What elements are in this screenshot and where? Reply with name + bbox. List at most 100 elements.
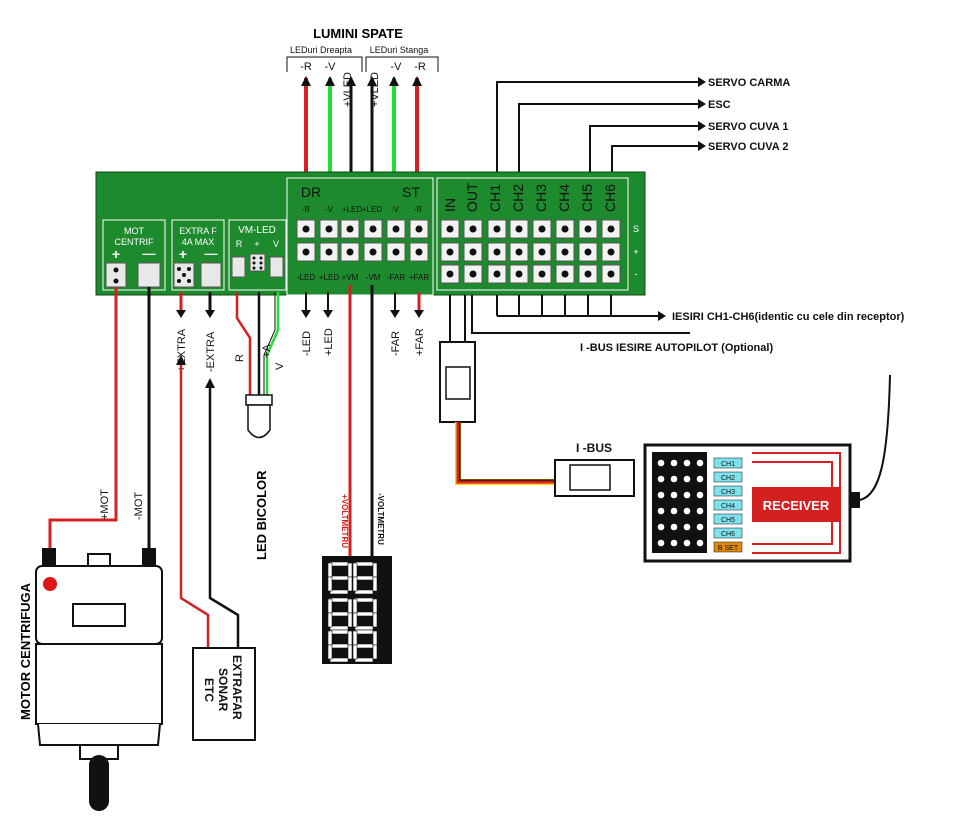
receiver-pin — [696, 507, 704, 515]
bottom-arrows — [301, 292, 424, 318]
digit-segment — [329, 575, 349, 581]
receiver-pin — [683, 507, 691, 515]
digit-segment — [354, 657, 374, 663]
digit-segment — [327, 644, 333, 660]
wire-minus-far: -FAR — [390, 331, 402, 356]
digit-segment — [347, 644, 353, 660]
bottom-pin-led-minus: -LED — [297, 273, 315, 282]
label-servo-cuva-2: SERVO CUVA 2 — [708, 141, 789, 153]
digit-segment — [372, 630, 378, 646]
digit-segment — [352, 644, 358, 660]
receiver-pin — [670, 523, 678, 531]
receiver-pin — [683, 475, 691, 483]
bottom-pin-vm-plus: +VM — [342, 273, 359, 282]
receiver-pin-block — [652, 452, 707, 553]
label-led-bicolor: LED BICOLOR — [254, 470, 269, 560]
label-minus-voltmetru: -VOLTMETRU — [376, 493, 385, 545]
vm-pin-r: R — [236, 239, 243, 249]
receiver-ch-badge — [713, 485, 743, 497]
top-pin-r-l: -R — [414, 205, 423, 214]
bottom-pin-vm-minus: -VM — [366, 273, 381, 282]
receiver-pin — [683, 491, 691, 499]
receiver-ch-badge — [713, 513, 743, 525]
channel-labels: IN OUT CH1 CH2 CH3 CH4 CH5 CH6 — [442, 182, 618, 212]
ch-label-out: OUT — [464, 182, 480, 212]
top-pin-v-l: -V — [391, 205, 400, 214]
digit-segment — [354, 575, 374, 581]
receiver-ch-badge — [713, 527, 743, 539]
digit-segment — [354, 611, 374, 617]
extra-label-2: 4A MAX — [182, 237, 215, 247]
ch-label-ch3: CH3 — [533, 184, 549, 212]
digit-segment — [329, 611, 349, 617]
led-bottom-pin-labels: -LED +LED +VM -VM -FAR +FAR — [297, 273, 429, 282]
mot-label: MOT — [124, 226, 144, 236]
vm-led-label: VM-LED — [238, 225, 276, 236]
title: LUMINI SPATE — [313, 26, 403, 41]
bracket-right — [286, 56, 363, 72]
digit-segment — [352, 612, 358, 628]
receiver-ch-badge — [713, 499, 743, 511]
extra-minus-terminal — [200, 262, 222, 288]
mot-label-2: CENTRIF — [115, 237, 154, 247]
label-plus-voltmetru: +VOLTMETRU — [340, 494, 349, 548]
row-s: S — [633, 224, 639, 234]
vm-pin-v: V — [273, 239, 279, 249]
digit-segment — [327, 598, 333, 614]
receiver-label-bg — [752, 487, 840, 522]
digit-segment — [354, 561, 374, 567]
digit-segment — [372, 576, 378, 592]
receiver-title: RECEIVER — [763, 498, 830, 513]
led-top-pin-labels: -R -V +LED +LED -V -R — [302, 205, 423, 214]
receiver-pin — [696, 539, 704, 547]
receiver-ch-label: CH2 — [721, 475, 735, 482]
receiver-ch-badge — [713, 471, 743, 483]
digit-segment — [329, 589, 349, 595]
digit-segment — [354, 597, 374, 603]
receiver-pin — [657, 459, 665, 467]
channel-pin-grid — [440, 219, 621, 284]
ch-label-in: IN — [442, 198, 458, 212]
extra-minus: — — [205, 246, 218, 261]
receiver-ch-label: CH1 — [721, 461, 735, 468]
label-servo-carma: SERVO CARMA — [708, 77, 790, 89]
wire-minus-mot: -MOT — [133, 492, 145, 520]
receiver-pin — [696, 523, 704, 531]
motor-centrifuga — [35, 548, 163, 811]
label-motor-centrifuga: MOTOR CENTRIFUGA — [18, 582, 33, 720]
mot-plus: + — [112, 246, 120, 262]
receiver-pin — [657, 491, 665, 499]
digit-segment — [347, 576, 353, 592]
wire-minus-extra: -EXTRA — [205, 331, 217, 372]
digit-segment — [372, 644, 378, 660]
digit-segment — [327, 576, 333, 592]
pin-left-r: -R — [414, 61, 426, 73]
ch-label-ch2: CH2 — [510, 184, 526, 212]
receiver-ch-label: CH5 — [721, 517, 735, 524]
digit-segment — [352, 598, 358, 614]
wire-led-r: R — [234, 354, 246, 362]
label-esc: ESC — [708, 99, 731, 111]
digit-segment — [329, 561, 349, 567]
label-ibus-autopilot: I -BUS IESIRE AUTOPILOT (Optional) — [580, 342, 773, 354]
digit-segment — [372, 562, 378, 578]
digit-segment — [329, 597, 349, 603]
board-dr: DR — [301, 184, 321, 200]
digit-segment — [352, 630, 358, 646]
outputs-bracket — [471, 295, 690, 334]
digit-segment — [354, 589, 374, 595]
digit-segment — [347, 612, 353, 628]
bottom-pin-led-plus: +LED — [319, 273, 339, 282]
extrafar-line-3: ETC — [202, 678, 216, 702]
digit-segment — [352, 576, 358, 592]
digit-segment — [354, 643, 374, 649]
top-pin-r: -R — [302, 205, 311, 214]
extrafar-line-1: EXTRAFAR — [230, 655, 244, 720]
voltmeter-digits — [327, 561, 378, 663]
mot-minus: — — [143, 246, 156, 261]
bracket-left — [365, 56, 439, 72]
wire-led-plus-a: +A — [261, 344, 273, 358]
receiver-pin — [670, 459, 678, 467]
